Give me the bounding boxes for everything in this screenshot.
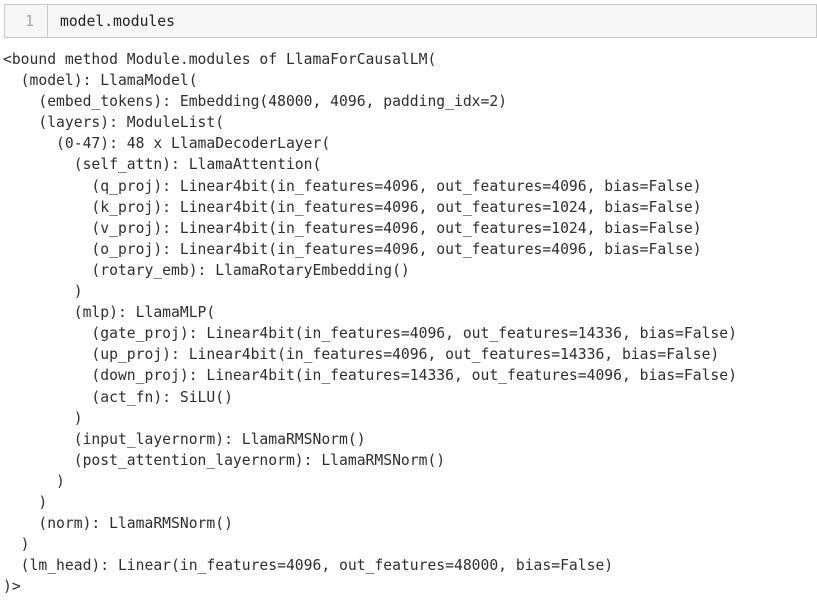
code-text: model.modules [60,12,175,30]
line-number-gutter: 1 [5,5,48,37]
code-input[interactable]: model.modules [48,5,175,37]
code-cell[interactable]: 1 model.modules [4,4,817,38]
cell-output: <bound method Module.modules of LlamaFor… [3,51,737,596]
line-number: 1 [25,12,34,30]
